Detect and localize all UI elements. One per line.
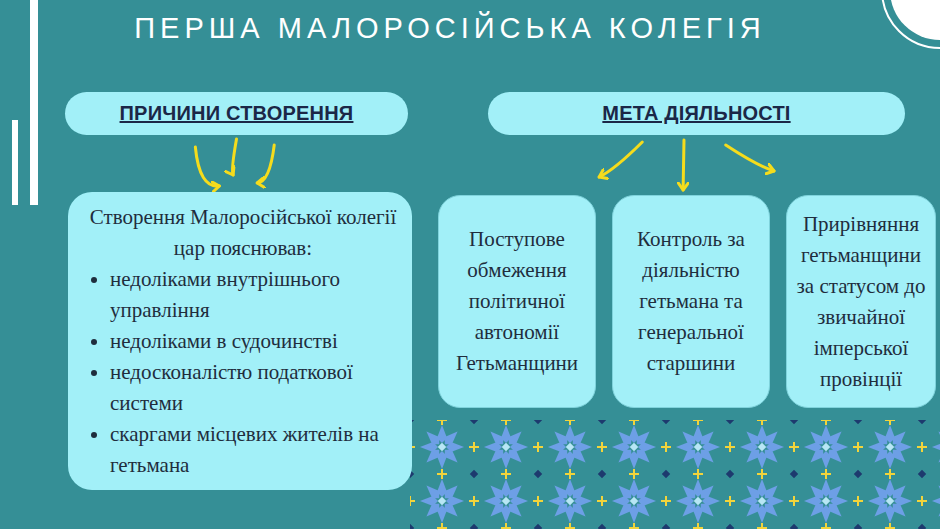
goal-box: Поступове обмеження політичної автономії… — [438, 195, 596, 408]
box-text: Контроль за діяльністю гетьмана та генер… — [617, 224, 765, 379]
bullet-item: недоліками в судочинстві — [110, 326, 400, 357]
heading-text: МЕТА ДІЯЛЬНОСТІ — [602, 102, 790, 125]
box-text: Поступове обмеження політичної автономії… — [443, 224, 591, 379]
section-heading: ПРИЧИНИ СТВОРЕННЯ — [65, 92, 408, 135]
slide-title: ПЕРША МАЛОРОСІЙСЬКА КОЛЕГІЯ — [0, 12, 900, 45]
bullet-list: недоліками внутрішнього управліннянедолі… — [86, 264, 400, 481]
arrow-connector — [232, 139, 236, 175]
bullet-item: недосконалістю податкової системи — [110, 357, 400, 419]
corner-circle — [890, 0, 940, 40]
embroidery-ornament — [410, 420, 940, 529]
corner-ring — [882, 0, 940, 48]
goal-box: Контроль за діяльністю гетьмана та генер… — [612, 195, 770, 408]
arrow-connector — [599, 142, 642, 177]
arrow-connector — [195, 147, 219, 186]
goal-box: Прирівняння гетьманщини за статусом до з… — [786, 195, 936, 408]
reasons-box: Створення Малоросійської колегії цар поя… — [68, 192, 412, 490]
arrow-connector — [726, 145, 774, 171]
bullet-item: недоліками внутрішнього управління — [110, 264, 400, 326]
arrow-connector — [682, 140, 686, 190]
bullet-item: скаргами місцевих жителів на гетьмана — [110, 419, 400, 481]
arrow-connector — [257, 145, 274, 183]
box-text: Прирівняння гетьманщини за статусом до з… — [791, 209, 931, 395]
white-bar — [12, 120, 18, 205]
heading-text: ПРИЧИНИ СТВОРЕННЯ — [120, 102, 354, 125]
section-heading: МЕТА ДІЯЛЬНОСТІ — [488, 92, 905, 135]
box-text: Створення Малоросійської колегії цар поя… — [86, 202, 400, 264]
white-bar — [30, 0, 38, 205]
